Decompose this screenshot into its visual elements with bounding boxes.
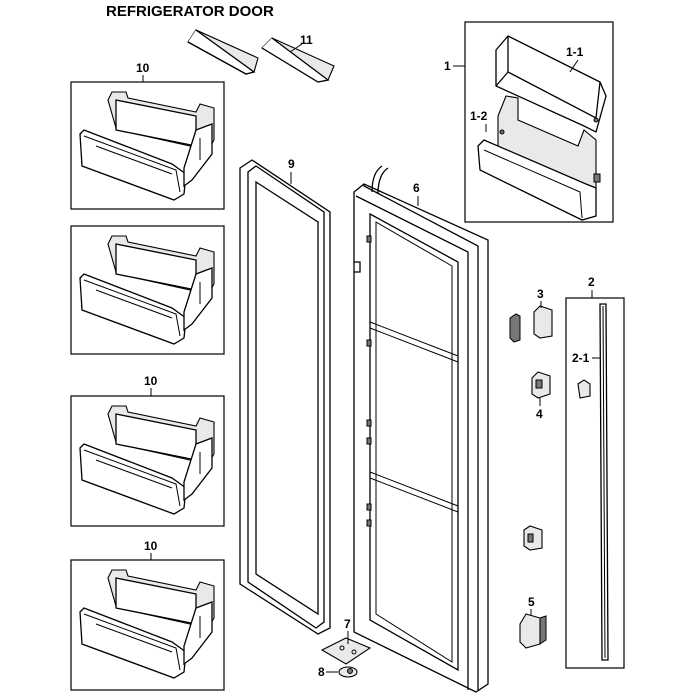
door-gasket <box>239 159 331 635</box>
callout-1: 1 <box>444 59 451 73</box>
callout-8: 8 <box>318 665 325 679</box>
callout-10-middle: 10 <box>144 374 158 388</box>
clip-part-4 <box>531 371 551 399</box>
callout-10-bottom: 10 <box>144 539 158 553</box>
door-bin-1 <box>79 91 215 201</box>
clip-part-3 <box>509 305 553 343</box>
callout-2-1: 2-1 <box>572 351 590 365</box>
callout-5: 5 <box>528 595 535 609</box>
door-strip <box>577 303 609 661</box>
bin-box-3 <box>70 395 225 527</box>
hinge-screw <box>338 666 358 678</box>
clip-extra <box>523 525 543 551</box>
callout-7: 7 <box>344 617 351 631</box>
callout-4: 4 <box>536 407 543 421</box>
page-title: REFRIGERATOR DOOR <box>106 3 274 20</box>
bin-box-2 <box>70 225 225 355</box>
guard-bin <box>477 95 601 221</box>
callout-2: 2 <box>588 275 595 289</box>
bin-box-1 <box>70 81 225 210</box>
guard-cover <box>495 35 607 133</box>
callout-9: 9 <box>288 157 295 171</box>
callout-3: 3 <box>537 287 544 301</box>
callout-10-top: 10 <box>136 61 150 75</box>
hinge-plate <box>320 637 372 665</box>
guard-box <box>464 21 614 223</box>
door-assembly <box>353 165 489 693</box>
callout-11: 11 <box>300 33 313 47</box>
strip-box <box>565 297 625 669</box>
door-cam <box>519 613 547 649</box>
door-trim-parts <box>187 29 335 83</box>
door-bin-4 <box>79 569 215 679</box>
callout-1-1: 1-1 <box>566 45 584 59</box>
door-bin-3 <box>79 405 215 515</box>
door-bin-2 <box>79 235 215 345</box>
callout-1-2: 1-2 <box>470 109 488 123</box>
callout-6: 6 <box>413 181 420 195</box>
bin-box-4 <box>70 559 225 691</box>
